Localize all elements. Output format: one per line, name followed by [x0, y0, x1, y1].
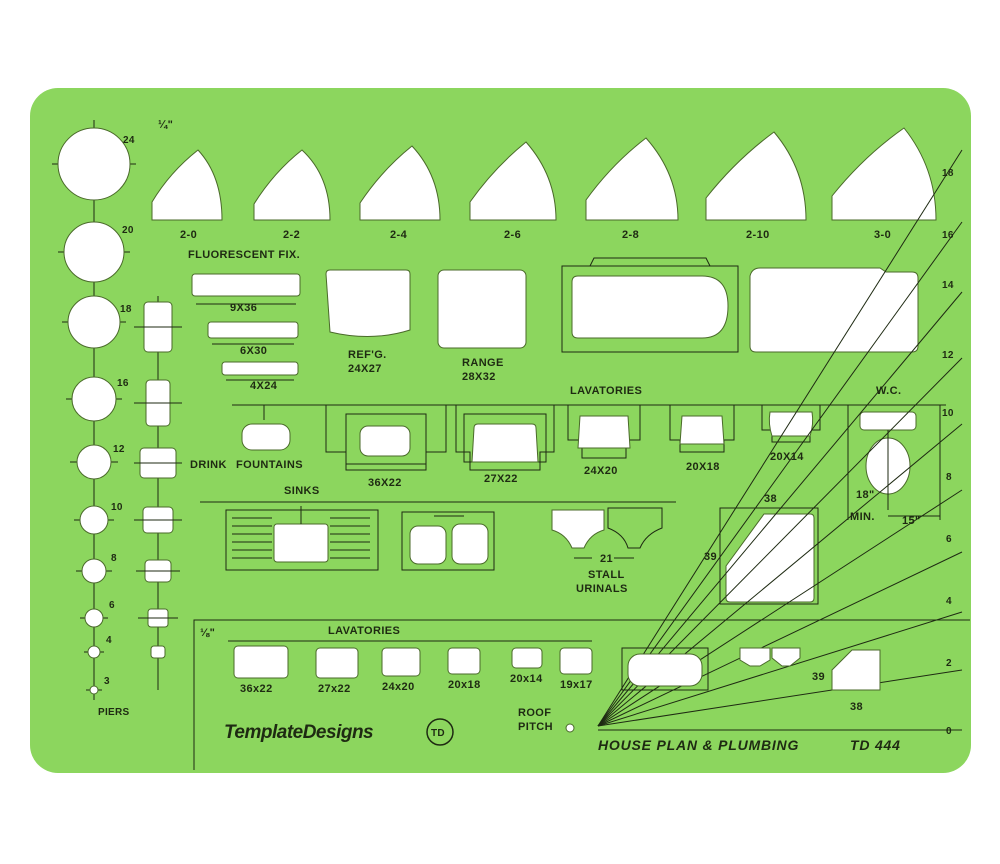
lavatory-20x14: 20X14	[770, 451, 804, 463]
lavatories-quarter: LAVATORIES DRINK FOUNTAINS 36X22 27X22 2…	[190, 385, 946, 489]
water-closet: W.C. 18" MIN. 15"	[847, 385, 941, 527]
circle-24	[57, 127, 131, 201]
pitch-4: 4	[946, 596, 952, 607]
pitch-10: 10	[942, 408, 954, 419]
roof-pitch-line-2: PITCH	[518, 721, 553, 733]
brand-logo-ring	[426, 718, 454, 746]
pitch-18: 18	[942, 168, 954, 179]
fluorescent-fixtures: FLUORESCENT FIX. 9X36 6X30 4X24	[188, 249, 301, 392]
pier-column	[134, 296, 182, 690]
pitch-8: 8	[946, 472, 952, 483]
fluorescent-size-4x24: 4X24	[250, 380, 278, 392]
small-lav-19x17: 19x17	[560, 679, 593, 691]
sinks-title: SINKS	[284, 485, 320, 497]
fountains-label: FOUNTAINS	[236, 459, 303, 471]
product-code: TD 444	[850, 737, 901, 753]
wc-min: MIN.	[850, 511, 875, 523]
wc-dim-18: 18"	[856, 489, 875, 501]
scale-quarter-label: ¼"	[158, 119, 173, 131]
pitch-2: 2	[946, 658, 952, 669]
pitch-6: 6	[946, 534, 952, 545]
pitch-14: 14	[942, 280, 954, 291]
wc-title: W.C.	[876, 385, 901, 397]
brand-name: TemplateDesigns	[224, 722, 373, 743]
circle-label-4: 4	[106, 635, 112, 646]
small-lav-24x20: 24x20	[382, 681, 415, 693]
product-name: HOUSE PLAN & PLUMBING	[598, 737, 799, 753]
pivot-hole	[565, 723, 575, 733]
roof-pitch-line-1: ROOF	[518, 707, 551, 719]
circle-label-16: 16	[117, 378, 129, 389]
circle-6	[84, 608, 104, 628]
pitch-0: 0	[946, 726, 952, 737]
appliances: REF'G. 24X27 RANGE 28X32	[325, 257, 919, 383]
circle-label-12: 12	[113, 444, 125, 455]
small-lav-36x22: 36x22	[240, 683, 273, 695]
pitch-16: 16	[942, 230, 954, 241]
circle-20	[63, 221, 125, 283]
circle-label-20: 20	[122, 225, 134, 236]
brand-logo: TD	[431, 728, 445, 739]
refrig-label-1: REF'G.	[348, 349, 387, 361]
tub-label-38: 38	[764, 493, 777, 505]
circle-8	[81, 558, 107, 584]
door-swings: 2-0 2-2 2-4 2-6 2-8 2-10 3-0	[151, 127, 937, 241]
urinals-line-2: URINALS	[576, 583, 628, 595]
lavatories-title: LAVATORIES	[570, 385, 642, 397]
door-label-3-0: 3-0	[874, 229, 891, 241]
door-label-2-2: 2-2	[283, 229, 300, 241]
circle-10	[79, 505, 109, 535]
lavatory-36x22: 36X22	[368, 477, 402, 489]
corner-tub: 38 39	[704, 493, 819, 605]
lavatory-20x18: 20X18	[686, 461, 720, 473]
range-label-2: 28X32	[462, 371, 496, 383]
circle-label-24: 24	[123, 135, 135, 146]
refrig-label-2: 24X27	[348, 363, 382, 375]
small-tub-label-39: 39	[812, 671, 825, 683]
sinks: SINKS	[200, 485, 676, 571]
small-lav-20x18: 20x18	[448, 679, 481, 691]
circle-label-18: 18	[120, 304, 132, 315]
circle-label-8: 8	[111, 553, 117, 564]
small-lavatories-title: LAVATORIES	[328, 625, 400, 637]
circle-18	[67, 295, 121, 349]
stall-urinals: 21 STALL URINALS	[551, 507, 663, 595]
fluorescent-title: FLUORESCENT FIX.	[188, 249, 300, 261]
wc-dim-15: 15"	[902, 515, 921, 527]
roof-pitch-fan: 18 16 14 12 10 8 6 4 2 0	[597, 149, 963, 737]
small-lav-27x22: 27x22	[318, 683, 351, 695]
circle-12	[76, 444, 112, 480]
scale-eighth-label: ⅛"	[200, 627, 215, 639]
lavatory-27x22: 27X22	[484, 473, 518, 485]
door-label-2-6: 2-6	[504, 229, 521, 241]
tub-label-39: 39	[704, 551, 717, 563]
circle-column: 24 20 18 16 12 10 8 6 4 3 PIERS	[52, 120, 136, 718]
lavatory-24x20: 24X20	[584, 465, 618, 477]
circle-label-3: 3	[104, 676, 110, 687]
door-label-2-8: 2-8	[622, 229, 639, 241]
eighth-scale-section: ⅛" LAVATORIES 36x22 27x22 24x20 20x18 20…	[193, 619, 970, 770]
circle-label-6: 6	[109, 600, 115, 611]
circle-label-10: 10	[111, 502, 123, 513]
small-lav-20x14: 20x14	[510, 673, 543, 685]
range-label-1: RANGE	[462, 357, 504, 369]
urinal-dim: 21	[600, 553, 613, 565]
branding: TemplateDesigns TD ROOF PITCH HOUSE PLAN…	[224, 707, 901, 753]
fluorescent-size-9x36: 9X36	[230, 302, 257, 314]
piers-label: PIERS	[98, 707, 130, 718]
circle-3	[89, 685, 99, 695]
drink-label: DRINK	[190, 459, 227, 471]
pitch-12: 12	[942, 350, 954, 361]
urinals-line-1: STALL	[588, 569, 625, 581]
small-tub-label-38: 38	[850, 701, 863, 713]
door-label-2-10: 2-10	[746, 229, 770, 241]
door-label-2-4: 2-4	[390, 229, 408, 241]
fluorescent-size-6x30: 6X30	[240, 345, 267, 357]
door-label-2-0: 2-0	[180, 229, 197, 241]
circle-16	[71, 376, 117, 422]
circle-4	[87, 645, 101, 659]
